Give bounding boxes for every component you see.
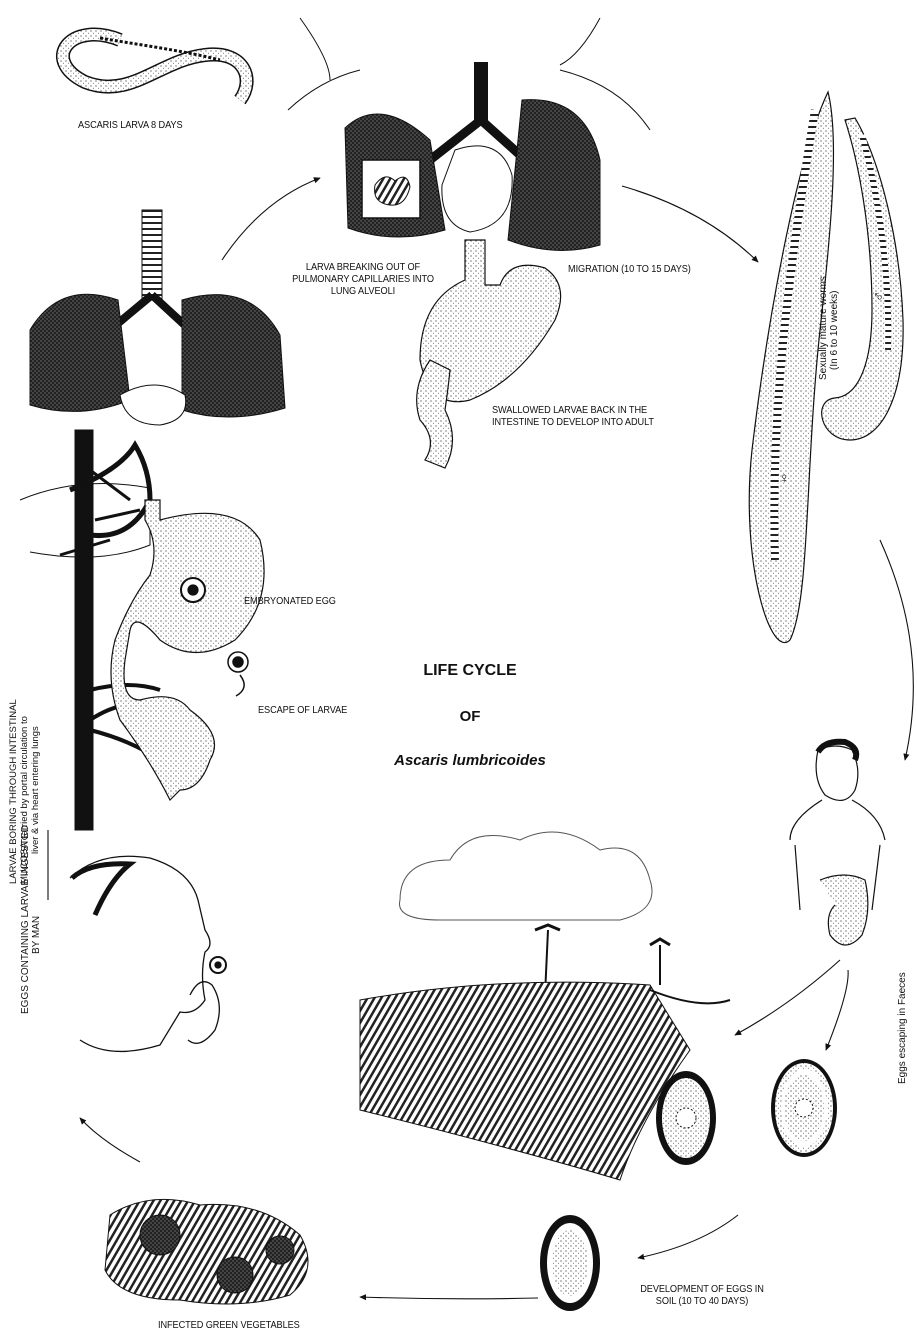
label-eggs-ingested-line2: BY MAN	[31, 825, 42, 1014]
vegetables-drawing	[105, 1199, 308, 1304]
arrow-vegetables-to-man	[80, 1118, 140, 1162]
arrow-migration	[622, 186, 758, 262]
larva-8-days-drawing	[63, 35, 247, 100]
label-swallowed-line2: INTESTINE TO DEVELOP INTO ADULT	[492, 417, 654, 429]
female-symbol: ♀	[779, 473, 789, 485]
liver-portal-drawing	[20, 430, 160, 830]
label-eggs-ingested: EGGS CONTAINING LARVAE INGESTED BY MAN	[20, 825, 42, 1014]
label-larva-breaking-out: LARVA BREAKING OUT OF PULMONARY CAPILLAR…	[276, 262, 451, 298]
escaping-larva-egg-drawing	[228, 652, 248, 696]
label-larva-breaking-line1: LARVA BREAKING OUT OF	[276, 262, 451, 274]
label-migration: MIGRATION (10 TO 15 DAYS)	[568, 264, 691, 276]
label-swallowed-larvae: SWALLOWED LARVAE BACK IN THE INTESTINE T…	[492, 405, 654, 429]
host-figure-drawing	[790, 742, 885, 945]
label-boring-line1: LARVAE BORING THROUGH INTESTINAL	[8, 699, 19, 884]
label-eggs-ingested-line1: EGGS CONTAINING LARVAE INGESTED	[20, 825, 31, 1014]
arrow-liver-to-lungs	[222, 178, 320, 260]
arrow-eggs-to-soil	[638, 1215, 738, 1258]
label-larva-breaking-line3: LUNG ALVEOLI	[276, 286, 451, 298]
label-development-of-eggs: DEVELOPMENT OF EGGS IN SOIL (10 TO 40 DA…	[623, 1284, 781, 1308]
title-line3: Ascaris lumbricoides	[360, 752, 580, 769]
title-line2: OF	[380, 708, 560, 725]
label-development-line2: SOIL (10 TO 40 DAYS)	[623, 1296, 781, 1308]
label-sexually-mature-line2: (In 6 to 10 weeks)	[829, 276, 840, 380]
label-swallowed-line1: SWALLOWED LARVAE BACK IN THE	[492, 405, 654, 417]
egg-3-drawing	[540, 1215, 600, 1311]
label-infected-green-vegetables: INFECTED GREEN VEGETABLES	[158, 1320, 300, 1332]
title-line1: LIFE CYCLE	[380, 662, 560, 680]
label-sexually-mature-worms: Sexually mature worms (In 6 to 10 weeks)	[818, 276, 840, 380]
label-sexually-mature-line1: Sexually mature worms	[818, 276, 829, 380]
label-development-line1: DEVELOPMENT OF EGGS IN	[623, 1284, 781, 1296]
arrow-soil-to-vegetables	[360, 1297, 538, 1299]
egg-2-drawing	[771, 1059, 837, 1157]
male-symbol: ♂	[873, 291, 885, 302]
arrow-faeces-to-egg2	[826, 970, 848, 1050]
arrow-faeces-to-egg1	[735, 960, 840, 1035]
top-lungs-drawing	[288, 18, 650, 250]
label-eggs-escaping-faeces: Eggs escaping in Faeces	[897, 972, 908, 1084]
label-ascaris-larva-8-days: ASCARIS LARVA 8 DAYS	[78, 120, 183, 132]
label-escape-of-larvae: ESCAPE OF LARVAE	[258, 705, 347, 717]
egg-1-drawing	[656, 1071, 716, 1165]
label-embryonated-egg: EMBRYONATED EGG	[244, 596, 336, 608]
arrow-worms-to-host	[880, 540, 913, 760]
left-lungs-drawing	[30, 210, 285, 425]
man-eating-drawing	[70, 856, 226, 1051]
label-larva-breaking-line2: PULMONARY CAPILLARIES INTO	[276, 274, 451, 286]
lower-stomach-drawing	[111, 500, 264, 800]
